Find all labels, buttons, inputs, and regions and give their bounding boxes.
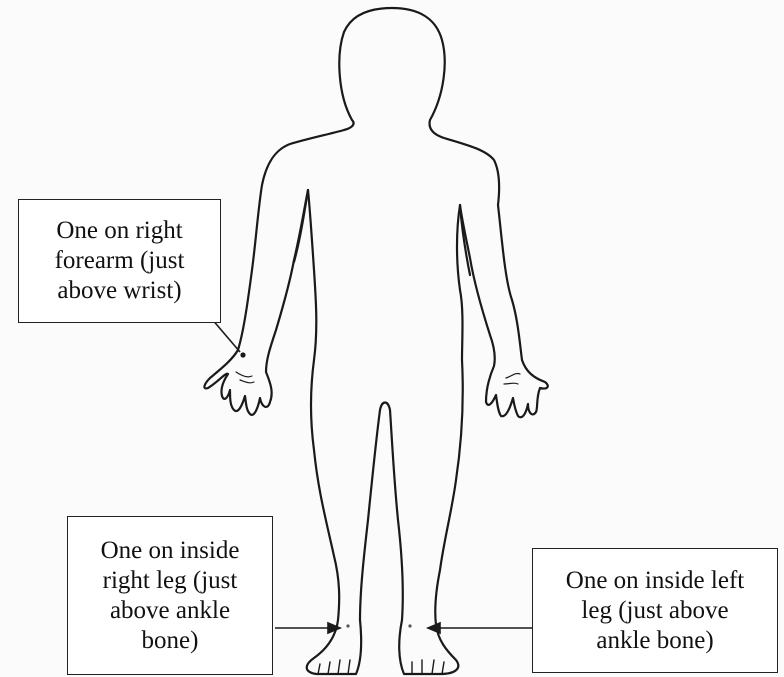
right-leg-marker-dot — [346, 624, 349, 627]
callout-line: right leg (just — [103, 566, 238, 596]
arm-inner-line-left — [460, 205, 470, 275]
callout-line: leg (just above — [581, 596, 728, 626]
left-leg-marker-dot — [408, 624, 411, 627]
left-leg-arrowhead — [428, 623, 440, 633]
callout-line: ankle bone) — [596, 626, 713, 656]
callout-line: One on inside left — [566, 566, 744, 596]
arm-inner-line-right — [294, 190, 308, 262]
callout-line: One on inside — [101, 536, 240, 566]
callout-line: above ankle — [110, 596, 230, 626]
callout-line: forearm (just — [55, 246, 185, 276]
forearm-marker-dot — [240, 352, 245, 357]
forearm-leader-line — [211, 318, 240, 352]
callout-line: above wrist) — [57, 276, 181, 306]
toes-left — [412, 660, 444, 674]
callout-line: bone) — [142, 626, 199, 656]
toes-right — [318, 660, 350, 674]
palm-crease-left — [504, 373, 520, 384]
callout-inside-right-leg: One on inside right leg (just above ankl… — [67, 516, 273, 675]
callout-inside-left-leg: One on inside left leg (just above ankle… — [532, 548, 778, 673]
palm-crease-right — [236, 372, 254, 383]
callout-line: One on right — [56, 216, 182, 246]
callout-right-forearm: One on right forearm (just above wrist) — [18, 199, 221, 323]
